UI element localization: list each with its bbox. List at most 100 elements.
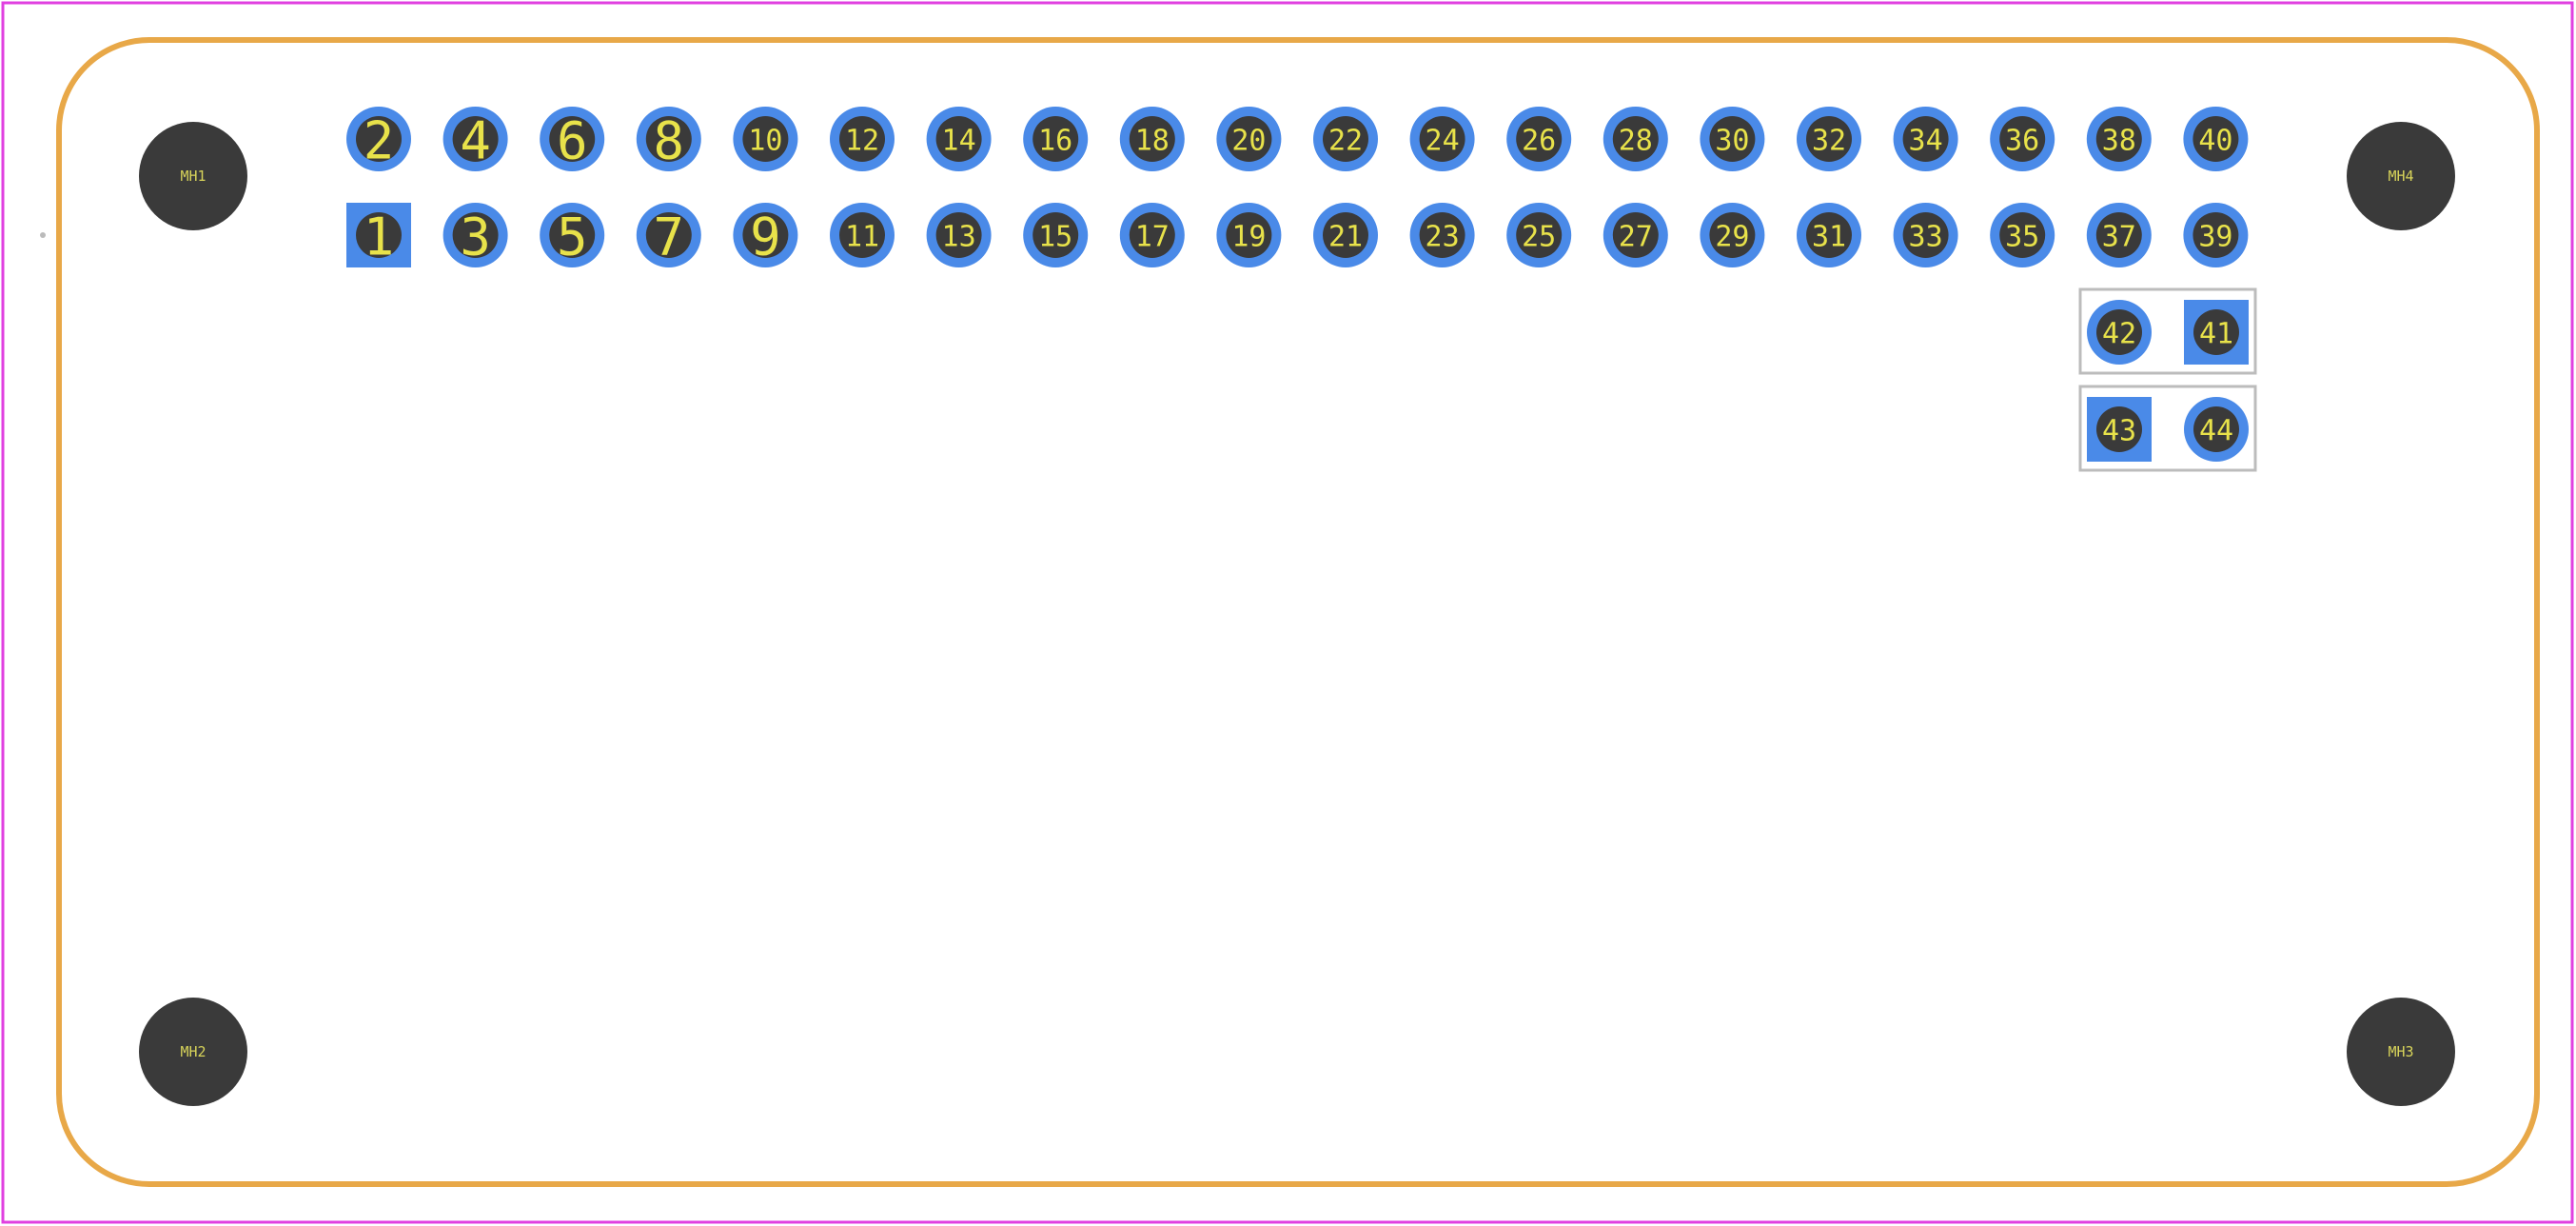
pin-23: 23 [1409, 203, 1475, 267]
pin-40: 40 [2183, 107, 2249, 171]
pin-44: 44 [2184, 397, 2249, 462]
pin-37: 37 [2086, 203, 2152, 267]
pin-11: 11 [830, 203, 895, 267]
pin-label: 4 [460, 111, 491, 171]
pin-36: 36 [1990, 107, 2055, 171]
pad-drill [1129, 212, 1175, 258]
pin-31: 31 [1797, 203, 1861, 267]
mounting-hole-mh1: MH1 [139, 122, 247, 230]
pin-label: 25 [1522, 221, 1556, 254]
pin-29: 29 [1700, 203, 1765, 267]
pin-10: 10 [733, 107, 798, 171]
pin-label: 31 [1812, 221, 1846, 254]
pad-drill [2095, 212, 2142, 258]
pad-drill [1999, 116, 2046, 162]
pin-2: 2 [346, 107, 411, 171]
pad-drill [1516, 116, 1563, 162]
pin-label: 33 [1909, 221, 1943, 254]
pad-drill [2193, 406, 2239, 452]
pin-28: 28 [1603, 107, 1668, 171]
pad-drill [1902, 116, 1949, 162]
pin-label: 30 [1715, 125, 1749, 158]
pad-drill [1323, 212, 1368, 258]
pad-drill [1709, 212, 1756, 258]
pin-35: 35 [1990, 203, 2055, 267]
pin-label: 29 [1715, 221, 1749, 254]
pin-label: 16 [1038, 125, 1072, 158]
pin-label: 42 [2102, 318, 2136, 351]
pin-label: 38 [2102, 125, 2136, 158]
pad-drill [935, 212, 982, 258]
pin-label: 36 [2005, 125, 2039, 158]
pad-drill [1999, 212, 2046, 258]
pin-label: 2 [364, 111, 395, 171]
pin-label: 18 [1135, 125, 1170, 158]
pin-label: 40 [2198, 125, 2232, 158]
pin-label: 43 [2102, 415, 2136, 448]
pad-drill [1612, 116, 1659, 162]
pin-8: 8 [636, 107, 701, 171]
pin-13: 13 [926, 203, 992, 267]
group-box-lower [2078, 385, 2257, 472]
pin-1: 1 [346, 203, 411, 267]
pin-7: 7 [636, 203, 701, 267]
pad-drill [742, 116, 789, 162]
pin-label: 10 [748, 125, 782, 158]
pin-3: 3 [442, 203, 508, 267]
pin-42: 42 [2087, 300, 2152, 365]
pin-9: 9 [733, 203, 798, 267]
mounting-hole-label: MH4 [2388, 168, 2413, 185]
pin-18: 18 [1119, 107, 1185, 171]
pin-38: 38 [2086, 107, 2152, 171]
pin-label: 34 [1909, 125, 1943, 158]
pad-drill [2193, 116, 2239, 162]
pin-label: 19 [1231, 221, 1266, 254]
pad-drill [1032, 212, 1079, 258]
pin-43: 43 [2087, 397, 2152, 462]
pin-25: 25 [1506, 203, 1572, 267]
pin-label: 11 [845, 221, 879, 254]
pin-label: 9 [750, 208, 781, 267]
pin-label: 22 [1328, 125, 1363, 158]
pad-drill [2193, 212, 2239, 258]
mounting-hole-drill [139, 122, 247, 230]
pad-drill [1226, 116, 1272, 162]
pin-20: 20 [1216, 107, 1282, 171]
mounting-hole-drill [2347, 122, 2455, 230]
mounting-hole-label: MH2 [180, 1043, 206, 1060]
pad-drill [1806, 116, 1852, 162]
pin-label: 24 [1426, 125, 1460, 158]
pin-label: 8 [654, 111, 685, 171]
pad-drill [1129, 116, 1175, 162]
pin-16: 16 [1023, 107, 1089, 171]
pin-label: 28 [1619, 125, 1653, 158]
pin-24: 24 [1409, 107, 1475, 171]
pin-6: 6 [540, 107, 605, 171]
pin-34: 34 [1893, 107, 1958, 171]
mounting-hole-mh4: MH4 [2347, 122, 2455, 230]
pin-5: 5 [540, 203, 605, 267]
mounting-hole-mh3: MH3 [2347, 998, 2455, 1106]
pin-label: 6 [557, 111, 588, 171]
pin-label: 3 [460, 208, 491, 267]
pad-drill [356, 212, 402, 258]
pad-drill [2096, 309, 2142, 355]
mounting-hole-drill [139, 998, 247, 1106]
pin-32: 32 [1797, 107, 1861, 171]
pad-drill [549, 116, 596, 162]
pad-drill [645, 116, 692, 162]
pin-label: 35 [2005, 221, 2039, 254]
pin-label: 5 [557, 208, 588, 267]
pin-label: 17 [1135, 221, 1170, 254]
pin-label: 20 [1231, 125, 1266, 158]
pin-label: 39 [2198, 221, 2232, 254]
pad-drill [839, 212, 885, 258]
mounting-hole-drill [2347, 998, 2455, 1106]
pin-17: 17 [1119, 203, 1185, 267]
pin-label: 14 [942, 125, 976, 158]
pad-drill [1419, 212, 1465, 258]
pad-drill [935, 116, 982, 162]
